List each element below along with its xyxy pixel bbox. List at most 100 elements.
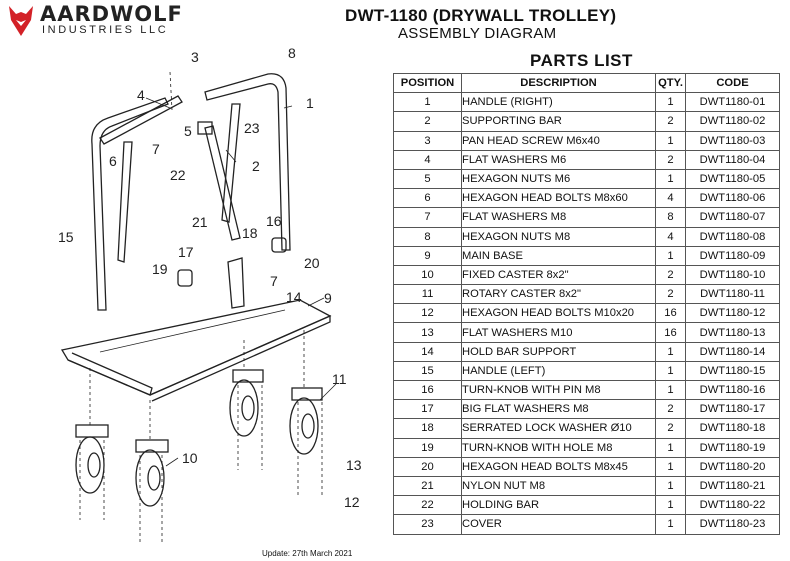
- cell-qty: 1: [655, 130, 686, 151]
- cell-position: 4: [393, 149, 462, 170]
- cell-position: 5: [393, 168, 462, 190]
- hold-bar-support-part: [227, 257, 245, 309]
- header-description: DESCRIPTION: [461, 72, 656, 94]
- cell-code: DWT1180-16: [685, 379, 780, 401]
- cell-qty: 1: [655, 456, 686, 477]
- cell-position: 3: [393, 130, 462, 151]
- cell-description: ROTARY CASTER 8x2": [461, 284, 656, 305]
- cell-description: COVER: [461, 514, 656, 535]
- caster-fixed-right: [135, 439, 169, 507]
- cell-position: 8: [393, 226, 462, 247]
- cell-position: 21: [393, 475, 462, 497]
- callout-15: 15: [58, 229, 74, 245]
- callout-7b: 7: [270, 273, 278, 289]
- cell-qty: 8: [655, 207, 686, 228]
- holding-bar-part: [204, 125, 241, 241]
- callout-12: 12: [344, 494, 360, 510]
- cell-description: HEXAGON NUTS M8: [461, 226, 656, 247]
- callout-11: 11: [332, 371, 347, 387]
- cell-qty: 2: [655, 418, 686, 439]
- cell-position: 6: [393, 188, 462, 209]
- callout-2: 2: [252, 158, 260, 174]
- caster-rotary-left: [229, 369, 264, 437]
- cell-qty: 2: [655, 399, 686, 420]
- cell-code: DWT1180-20: [685, 456, 780, 477]
- cell-code: DWT1180-09: [685, 245, 780, 266]
- cell-description: NYLON NUT M8: [461, 475, 656, 497]
- cell-description: HANDLE (RIGHT): [461, 92, 656, 113]
- callout-22: 22: [170, 167, 186, 183]
- cell-code: DWT1180-08: [685, 226, 780, 247]
- cell-code: DWT1180-01: [685, 92, 780, 113]
- callout-21: 21: [192, 214, 208, 230]
- cell-qty: 1: [655, 92, 686, 113]
- cell-code: DWT1180-21: [685, 475, 780, 497]
- callout-8: 8: [288, 45, 296, 61]
- callout-18: 18: [242, 225, 258, 241]
- cell-qty: 16: [655, 322, 686, 343]
- cell-qty: 1: [655, 168, 686, 190]
- callout-5: 5: [184, 123, 192, 139]
- wolf-emblem-icon: [9, 6, 33, 36]
- cell-position: 10: [393, 264, 462, 286]
- callout-16: 16: [266, 213, 282, 229]
- cell-code: DWT1180-13: [685, 322, 780, 343]
- cell-description: HOLDING BAR: [461, 495, 656, 516]
- cell-position: 12: [393, 303, 462, 324]
- cell-description: PAN HEAD SCREW M6x40: [461, 130, 656, 151]
- cell-code: DWT1180-05: [685, 168, 780, 190]
- cell-description: HEXAGON HEAD BOLTS M8x45: [461, 456, 656, 477]
- cell-qty: 1: [655, 437, 686, 458]
- cell-qty: 2: [655, 149, 686, 170]
- cell-position: 15: [393, 360, 462, 382]
- cell-code: DWT1180-23: [685, 514, 780, 535]
- turn-knob-pin-part: [271, 237, 287, 253]
- cell-qty: 2: [655, 111, 686, 132]
- callout-6: 6: [109, 153, 117, 169]
- update-note: Update: 27th March 2021: [262, 549, 353, 558]
- cell-qty: 16: [655, 303, 686, 324]
- cell-description: FLAT WASHERS M6: [461, 149, 656, 170]
- cell-qty: 1: [655, 495, 686, 516]
- cell-qty: 2: [655, 284, 686, 305]
- cell-code: DWT1180-11: [685, 284, 780, 305]
- cell-code: DWT1180-07: [685, 207, 780, 228]
- document-title: DWT-1180 (DRYWALL TROLLEY): [345, 6, 617, 25]
- cell-qty: 1: [655, 341, 686, 362]
- cell-description: HANDLE (LEFT): [461, 360, 656, 382]
- cell-code: DWT1180-18: [685, 418, 780, 439]
- caster-rotary-right: [289, 387, 323, 455]
- header-position: POSITION: [393, 72, 462, 94]
- cell-position: 2: [393, 111, 462, 132]
- main-base-part: [60, 299, 332, 396]
- cell-position: 17: [393, 399, 462, 420]
- cell-code: DWT1180-06: [685, 188, 780, 209]
- cell-code: DWT1180-10: [685, 264, 780, 286]
- cell-description: TURN-KNOB WITH PIN M8: [461, 379, 656, 401]
- parts-list-title: PARTS LIST: [530, 51, 633, 70]
- cell-position: 1: [393, 92, 462, 113]
- turn-knob-hole-part: [177, 269, 193, 287]
- callout-23: 23: [244, 120, 260, 136]
- assembly-diagram: 1 2 3 4 5 6 7 7 8 9 10 11 12 13 14 15 16…: [58, 45, 362, 545]
- cell-description: HEXAGON HEAD BOLTS M10x20: [461, 303, 656, 324]
- cell-qty: 2: [655, 264, 686, 286]
- cell-description: HOLD BAR SUPPORT: [461, 341, 656, 362]
- callout-9: 9: [324, 290, 332, 306]
